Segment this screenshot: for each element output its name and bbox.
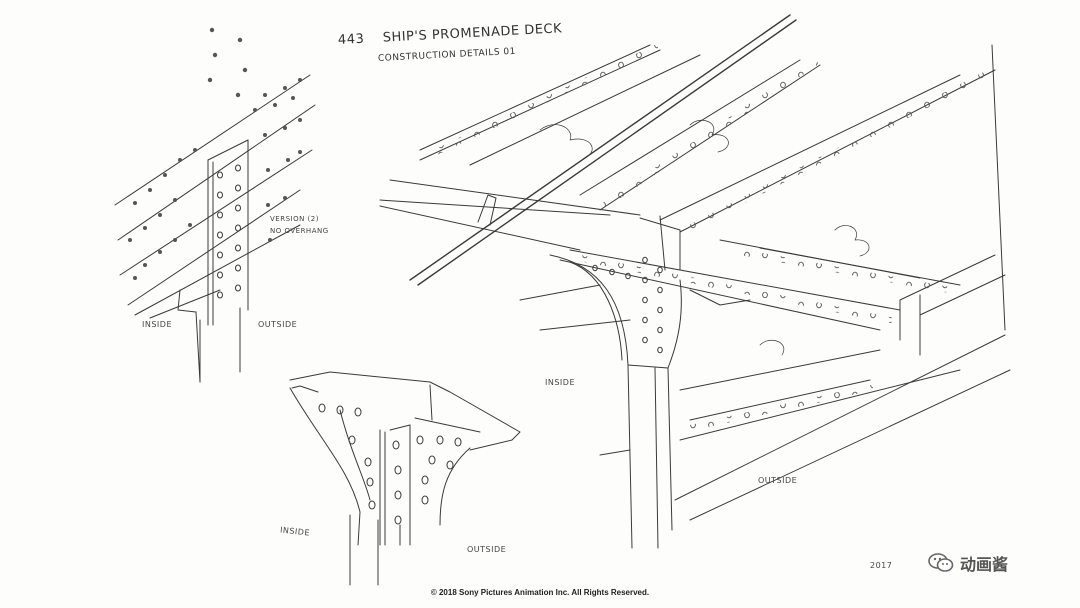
wechat-icon (928, 553, 954, 572)
label-right-inside: INSIDE (545, 378, 575, 387)
sketch-date: 2017 (870, 561, 893, 570)
middle-detail-drawing (289, 371, 521, 586)
label-right-outside: OUTSIDE (758, 476, 798, 485)
label-left-outside: OUTSIDE (258, 320, 298, 329)
watermark-text: 动画酱 (960, 555, 1009, 574)
watermark: 动画酱 (928, 551, 1008, 575)
right-detail-drawing (379, 14, 1011, 549)
label-left-inside: INSIDE (142, 320, 172, 329)
left-detail-drawing (114, 27, 316, 383)
sheet-number: 443 (337, 31, 365, 48)
overhang-note: NO OVERHANG (270, 227, 329, 235)
version-note: VERSION (2) (270, 215, 319, 223)
copyright-notice: © 2018 Sony Pictures Animation Inc. All … (430, 588, 650, 597)
label-mid-outside: OUTSIDE (467, 545, 507, 554)
